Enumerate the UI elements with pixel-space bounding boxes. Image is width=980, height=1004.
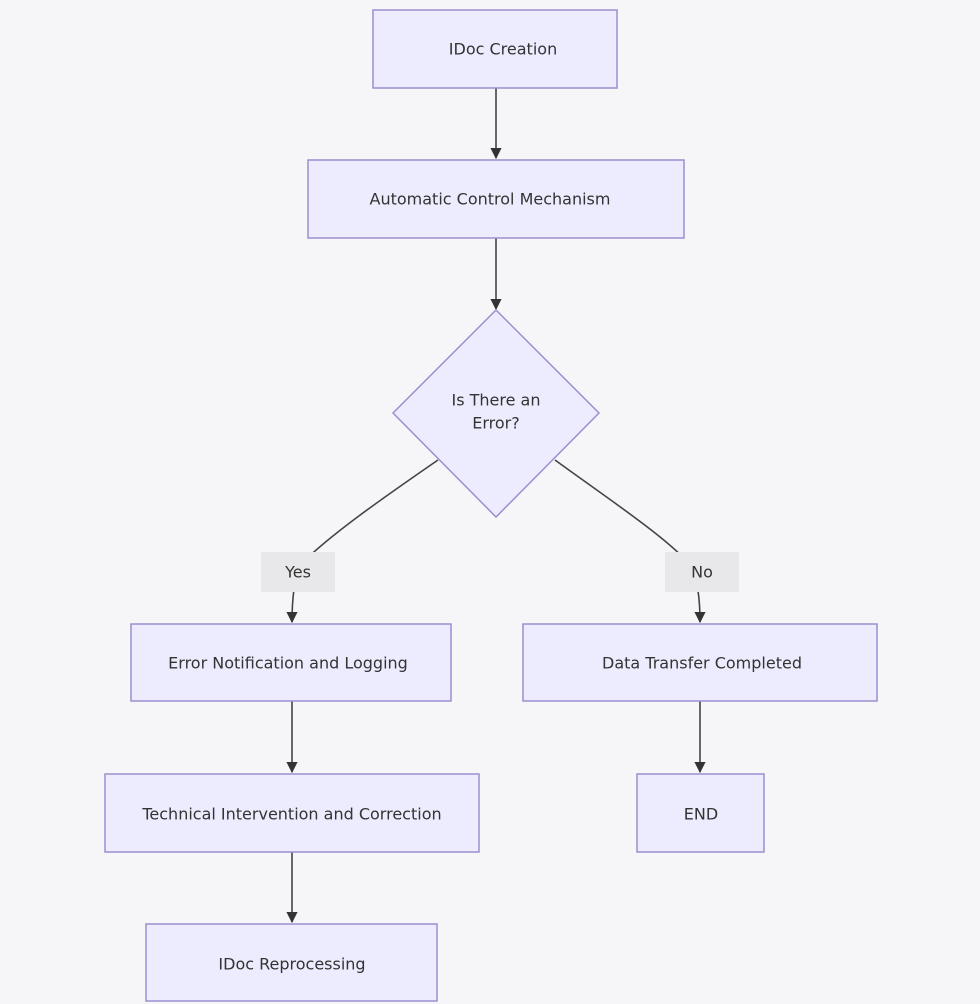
svg-text:Automatic Control Mechanism: Automatic Control Mechanism (370, 190, 611, 209)
edge-decision-no (554, 459, 706, 624)
svg-text:Error Notification and Logging: Error Notification and Logging (168, 654, 408, 673)
node-end: END (636, 773, 765, 853)
svg-text:Yes: Yes (284, 563, 311, 582)
node-error-notification: Error Notification and Logging (130, 623, 452, 702)
svg-text:IDoc Reprocessing: IDoc Reprocessing (218, 955, 365, 974)
node-decision-error: Is There an Error? (391, 308, 601, 519)
edge-label-no: No (665, 552, 739, 592)
svg-text:Technical Intervention and Cor: Technical Intervention and Correction (141, 805, 441, 824)
svg-text:Data Transfer Completed: Data Transfer Completed (602, 654, 802, 673)
node-automatic-control: Automatic Control Mechanism (307, 159, 685, 239)
svg-text:No: No (691, 563, 713, 582)
node-data-transfer: Data Transfer Completed (522, 623, 878, 702)
svg-text:Error?: Error? (472, 414, 520, 433)
node-idoc-creation: IDoc Creation (372, 9, 618, 89)
svg-text:END: END (684, 805, 718, 824)
edge-decision-yes (286, 459, 439, 624)
svg-text:IDoc Creation: IDoc Creation (449, 40, 557, 59)
svg-text:Is There an: Is There an (452, 391, 541, 410)
edge-label-yes: Yes (261, 552, 335, 592)
node-idoc-reprocessing: IDoc Reprocessing (145, 923, 438, 1002)
node-technical-intervention: Technical Intervention and Correction (104, 773, 480, 853)
